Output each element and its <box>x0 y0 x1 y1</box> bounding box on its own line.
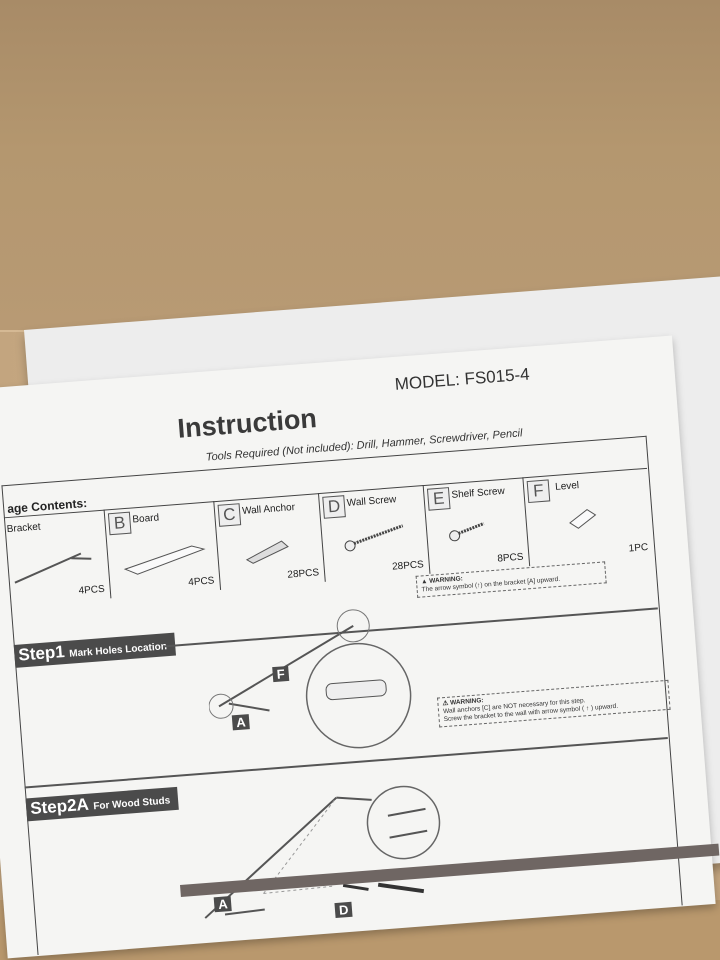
step2a-drawing <box>204 785 441 919</box>
step2a-callout-a: A <box>213 896 233 913</box>
sheet-title: Instruction <box>176 403 318 444</box>
warning-arrow: ( ↑ ) <box>581 704 594 713</box>
part-name: Wall Anchor <box>241 501 296 518</box>
part-qty: 8PCS <box>496 551 524 565</box>
part-board: B Board 4PCS <box>103 501 222 599</box>
step1-number: Step1 <box>17 642 66 665</box>
step2a-number: Step2A <box>29 794 90 819</box>
parts-row: Bracket 4PCS B Board 4PCS C Wall Anchor <box>3 467 654 607</box>
step1-drawing <box>208 609 412 749</box>
shelf-screw-drawing <box>449 522 485 542</box>
part-qty: 4PCS <box>187 575 215 589</box>
part-letter: F <box>526 479 551 504</box>
part-qty: 28PCS <box>287 567 320 581</box>
part-name: Board <box>132 512 160 526</box>
wall-anchor-drawing <box>245 540 289 564</box>
level-drawing <box>569 508 597 529</box>
part-letter: B <box>107 511 132 536</box>
bracket-drawing <box>14 552 92 584</box>
part-wall-screw: D Wall Screw 28PCS <box>317 485 431 582</box>
step2a-description: For Wood Studs <box>92 795 171 813</box>
step1-callout-a: A <box>231 714 251 731</box>
part-qty: 1PC <box>628 541 649 555</box>
step1-description: Mark Holes Location <box>68 641 168 660</box>
part-qty: 28PCS <box>391 559 425 573</box>
part-name: Wall Screw <box>346 494 397 509</box>
part-letter: E <box>426 487 451 511</box>
part-shelf-screw: E Shelf Screw 8PCS <box>422 477 531 574</box>
model-number: MODEL: FS015-4 <box>394 364 531 394</box>
part-letter: D <box>322 495 346 519</box>
part-level: F Level 1PC <box>522 467 654 567</box>
part-name: Bracket <box>6 521 42 536</box>
step2a-callout-d: D <box>334 901 353 919</box>
board-drawing <box>123 545 206 575</box>
instruction-sheet: MODEL: FS015-4 Instruction Tools Require… <box>0 335 716 959</box>
warning-upward: upward. <box>594 702 619 712</box>
part-name: Shelf Screw <box>451 485 506 501</box>
part-wall-anchor: C Wall Anchor 28PCS <box>213 493 326 590</box>
part-qty: 4PCS <box>78 583 106 597</box>
cardboard-box-lid <box>0 0 720 335</box>
step1-callout-f: F <box>272 665 290 683</box>
wall-screw-drawing <box>344 524 404 552</box>
part-letter: C <box>217 503 242 527</box>
part-bracket: Bracket 4PCS <box>3 509 112 607</box>
part-name: Level <box>554 480 580 493</box>
